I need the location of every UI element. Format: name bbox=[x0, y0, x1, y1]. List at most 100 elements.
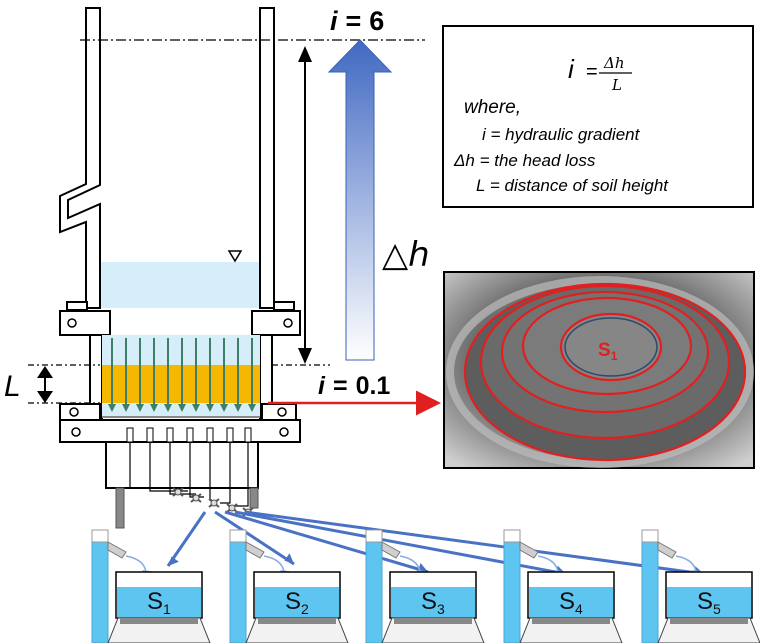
bolt bbox=[277, 407, 287, 417]
sample-photo: S1 bbox=[443, 271, 755, 469]
sampler-2: S2 bbox=[229, 529, 349, 643]
flange bbox=[59, 403, 101, 421]
formula-lhs: i bbox=[568, 54, 575, 84]
scale-plate bbox=[394, 618, 472, 624]
ring-1 bbox=[559, 312, 663, 382]
flow-arrowhead bbox=[178, 404, 186, 412]
leg bbox=[115, 487, 125, 529]
flange bbox=[66, 301, 88, 311]
sampler-3: S3 bbox=[365, 529, 485, 643]
collection-line bbox=[224, 510, 429, 574]
arrowhead bbox=[37, 366, 53, 378]
inner-ring bbox=[564, 317, 658, 377]
base-plate bbox=[59, 419, 301, 443]
container-water bbox=[255, 587, 339, 617]
formula-def-dh: Δh = the head loss bbox=[453, 151, 596, 170]
collection-line bbox=[166, 511, 207, 567]
water-level-marker bbox=[227, 250, 243, 263]
flow-arrowhead bbox=[206, 404, 214, 412]
arrowhead bbox=[298, 46, 312, 62]
upper-water bbox=[100, 262, 260, 308]
collection-line bbox=[244, 510, 705, 576]
flow-arrowhead bbox=[248, 404, 256, 412]
valve-hub bbox=[192, 494, 200, 502]
bolt bbox=[283, 318, 293, 328]
dish-rim bbox=[446, 276, 754, 468]
collection-arrowhead bbox=[417, 563, 428, 572]
scale-plate bbox=[120, 618, 198, 624]
flow-arrowhead bbox=[234, 404, 242, 412]
left-wall bbox=[59, 7, 101, 309]
leg bbox=[249, 487, 259, 509]
right-wall bbox=[259, 7, 275, 309]
sampler-label: S1 bbox=[147, 588, 171, 617]
sampler-label: S4 bbox=[559, 588, 583, 617]
formula-where: where, bbox=[464, 97, 521, 118]
drain-port bbox=[166, 427, 174, 443]
bolt bbox=[67, 318, 77, 328]
drain-port bbox=[186, 427, 194, 443]
formula-denominator: L bbox=[611, 76, 622, 94]
tube-cap bbox=[365, 529, 383, 543]
arrowhead bbox=[298, 348, 312, 364]
sampler-spout bbox=[107, 541, 127, 559]
formula-def-l: L = distance of soil height bbox=[476, 176, 669, 195]
samplers: S1 S2 S3 S4 S5 bbox=[91, 529, 760, 643]
flow-arrows bbox=[108, 338, 256, 412]
valve-hub bbox=[210, 499, 218, 507]
sampler-spout bbox=[657, 541, 677, 559]
formula-numerator: Δh bbox=[603, 54, 625, 72]
sampler-tube bbox=[365, 533, 383, 643]
scale-plate bbox=[258, 618, 336, 624]
drain-port bbox=[126, 427, 134, 443]
scale-plate bbox=[532, 618, 610, 624]
container-water bbox=[529, 587, 613, 617]
big-head-arrow bbox=[327, 39, 393, 361]
drain-pipe bbox=[169, 442, 196, 495]
flange bbox=[273, 301, 295, 311]
container-water bbox=[391, 587, 475, 617]
sampler-spout bbox=[245, 541, 265, 559]
flange bbox=[251, 310, 301, 336]
sampler-1: S1 bbox=[91, 529, 211, 643]
container-water bbox=[667, 587, 751, 617]
sampler-tube bbox=[91, 533, 109, 643]
photo-ring-label: S1 bbox=[598, 340, 618, 363]
container-water bbox=[117, 587, 201, 617]
sampler-tube bbox=[641, 533, 659, 643]
head-loss-label: △h bbox=[382, 235, 430, 275]
sampler-label: S2 bbox=[285, 588, 309, 617]
sampler-spout bbox=[519, 541, 539, 559]
bolt bbox=[279, 427, 289, 437]
gradient-bottom-label: i=0.1 bbox=[318, 372, 390, 400]
sampler-tube bbox=[503, 533, 521, 643]
drain-port bbox=[226, 427, 234, 443]
bolt bbox=[71, 427, 81, 437]
formula-def-i: i = hydraulic gradient bbox=[482, 125, 641, 144]
sampler-label: S3 bbox=[421, 588, 445, 617]
sampler-tube bbox=[229, 533, 247, 643]
collection-lines bbox=[166, 510, 705, 576]
flow-arrowhead bbox=[220, 404, 228, 412]
sampler-spout bbox=[381, 541, 401, 559]
flow-arrowhead bbox=[108, 404, 116, 412]
length-label: L bbox=[4, 370, 21, 403]
bolt bbox=[69, 407, 79, 417]
gradient-top-label: i=6 bbox=[330, 6, 384, 36]
permeameter-column bbox=[59, 7, 301, 529]
drain-port bbox=[146, 427, 154, 443]
collection-line bbox=[214, 510, 295, 566]
drain-port bbox=[244, 427, 252, 443]
collection-arrowhead bbox=[284, 553, 294, 564]
drain-pipe bbox=[220, 442, 231, 504]
sampler-label: S5 bbox=[697, 588, 721, 617]
collection-arrowhead bbox=[168, 556, 179, 566]
tube-cap bbox=[229, 529, 247, 543]
sampler-5: S5 bbox=[641, 529, 760, 643]
formula-eq: = bbox=[586, 61, 598, 83]
drain-pipes bbox=[126, 427, 254, 517]
drain-pipe bbox=[129, 442, 180, 489]
flow-arrowhead bbox=[122, 404, 130, 412]
formula-box: i = Δh L where, i = hydraulic gradient Δ… bbox=[442, 25, 754, 208]
